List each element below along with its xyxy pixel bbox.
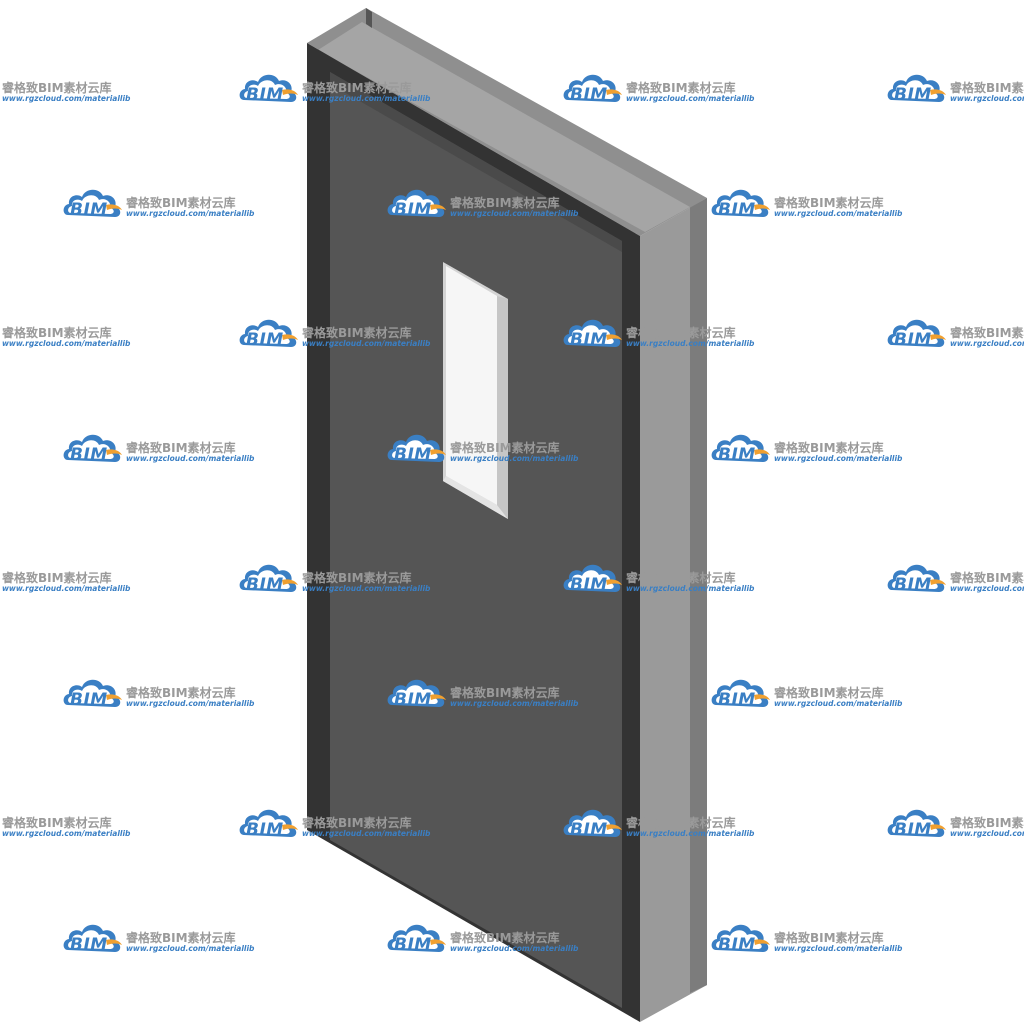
frame-top-stop bbox=[318, 22, 690, 232]
frame-side-right-edge bbox=[690, 198, 707, 993]
door-leaf bbox=[330, 72, 622, 1008]
vision-panel-bevel-bottom bbox=[443, 476, 508, 519]
vision-panel-bevel-right bbox=[497, 296, 508, 519]
vision-panel-glass bbox=[446, 266, 497, 505]
door-leaf-top-shadow bbox=[330, 72, 622, 252]
frame-top-inner-line bbox=[366, 8, 372, 28]
